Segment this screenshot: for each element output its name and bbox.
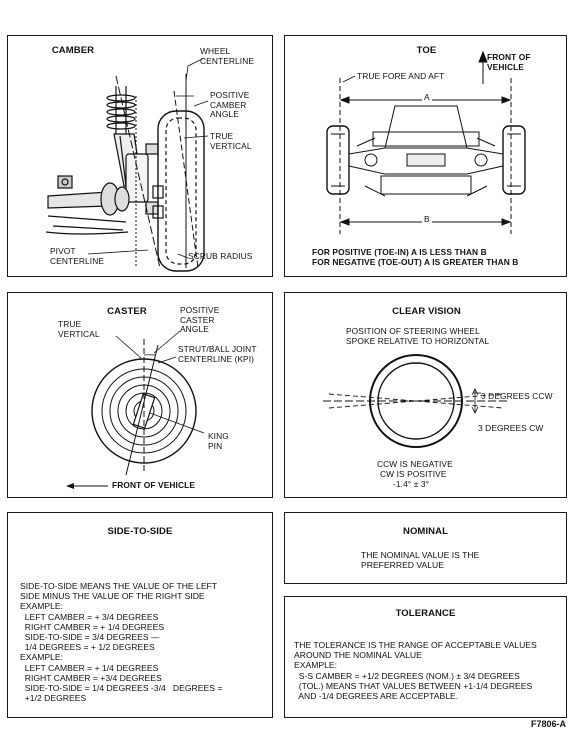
side-to-side-title: SIDE-TO-SIDE — [107, 526, 173, 537]
caster-king-pin-label: KING PIN — [208, 431, 229, 451]
camber-wheel-centerline-label: WHEEL CENTERLINE — [200, 46, 255, 66]
caster-true-vertical-label: TRUE VERTICAL — [58, 319, 100, 339]
toe-panel: TOE — [284, 35, 567, 277]
toe-front-of-vehicle-label: FRONT OF VEHICLE — [487, 52, 531, 72]
toe-true-fore-aft-label: TRUE FORE AND AFT — [357, 71, 445, 81]
clear-vision-diagram — [323, 354, 509, 448]
camber-true-vertical-label: TRUE VERTICAL — [210, 131, 252, 151]
camber-positive-angle-label: POSITIVE CAMBER ANGLE — [210, 90, 250, 120]
camber-title: CAMBER — [51, 45, 95, 56]
nominal-body: THE NOMINAL VALUE IS THE PREFERRED VALUE — [361, 550, 480, 571]
toe-dim-a-label: A — [422, 92, 432, 103]
caster-positive-angle-label: POSITIVE CASTER ANGLE — [180, 305, 220, 335]
clear-vision-value: -1.4° ± 3° — [393, 479, 430, 489]
figure-id: F7806-A — [530, 719, 566, 729]
toe-diagram — [326, 50, 526, 234]
caster-strut-centerline-label: STRUT/BALL JOINT CENTERLINE (KPI) — [178, 344, 257, 364]
camber-pivot-centerline-label: PIVOT CENTERLINE — [50, 246, 105, 266]
tolerance-title: TOLERANCE — [395, 608, 456, 619]
caster-diagram — [66, 330, 205, 489]
toe-dim-b-label: B — [422, 214, 432, 225]
side-to-side-panel: SIDE-TO-SIDE SIDE-TO-SIDE MEANS THE VALU… — [7, 512, 273, 718]
caster-front-of-vehicle-label: FRONT OF VEHICLE — [112, 480, 196, 490]
clear-vision-ccw-label: 3 DEGREES CCW — [481, 391, 553, 401]
nominal-title: NOMINAL — [402, 526, 449, 537]
caster-title: CASTER — [107, 306, 147, 317]
toe-note-line2: FOR NEGATIVE (TOE-OUT) A IS GREATER THAN… — [312, 257, 519, 267]
clear-vision-title: CLEAR VISION — [392, 306, 461, 317]
camber-diagram — [45, 57, 209, 272]
camber-panel: CAMBER — [7, 35, 273, 277]
clear-vision-cw-label: 3 DEGREES CW — [478, 423, 544, 433]
tolerance-panel: TOLERANCE THE TOLERANCE IS THE RANGE OF … — [284, 596, 567, 718]
clear-vision-ccw-negative: CCW IS NEGATIVE — [377, 459, 453, 469]
camber-scrub-radius-label: SCRUB RADIUS — [188, 251, 253, 261]
side-to-side-body: SIDE-TO-SIDE MEANS THE VALUE OF THE LEFT… — [20, 581, 223, 704]
clear-vision-description: POSITION OF STEERING WHEEL SPOKE RELATIV… — [346, 326, 490, 346]
tolerance-body: THE TOLERANCE IS THE RANGE OF ACCEPTABLE… — [294, 640, 537, 702]
clear-vision-panel: CLEAR VISION POSITION OF STEERING WHEEL … — [284, 292, 567, 498]
toe-title: TOE — [416, 45, 437, 56]
nominal-panel: NOMINAL THE NOMINAL VALUE IS THE PREFERR… — [284, 512, 567, 584]
toe-note-line1: FOR POSITIVE (TOE-IN) A IS LESS THAN B — [312, 247, 487, 257]
clear-vision-cw-positive: CW IS POSITIVE — [380, 469, 447, 479]
caster-panel: CASTER POSITIVE CASTER ANGLE TRUE VERTIC… — [7, 292, 273, 498]
